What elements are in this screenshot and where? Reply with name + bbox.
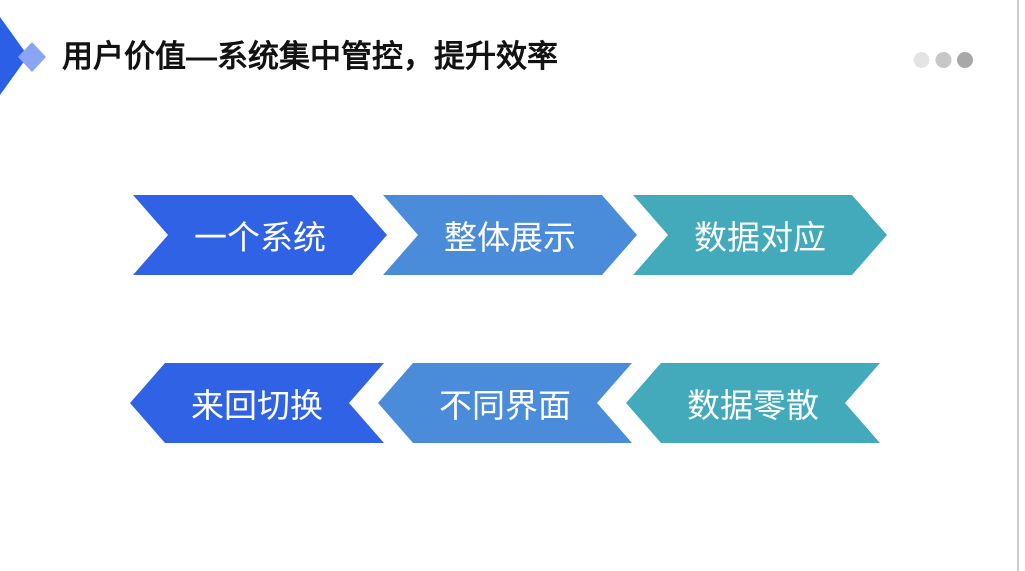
left-chevron-shape <box>130 363 384 443</box>
chevron-different-interfaces: 不同界面 <box>378 363 632 443</box>
small-diamond-shape <box>18 42 46 72</box>
dot-1-icon <box>913 52 930 68</box>
chevron-label: 一个系统 <box>194 219 326 256</box>
chevron-switch-back-and-forth: 来回切换 <box>130 363 384 443</box>
dot-2-icon <box>935 52 952 68</box>
right-chevron-shape <box>383 195 637 275</box>
right-chevron-shape <box>133 195 387 275</box>
chevron-one-system: 一个系统 <box>133 195 387 275</box>
header-diamond-decoration <box>0 17 46 95</box>
chevron-label: 数据零散 <box>687 387 819 424</box>
large-diamond-shape <box>0 17 28 95</box>
chevron-label: 不同界面 <box>439 387 571 424</box>
chevron-label: 整体展示 <box>444 219 576 256</box>
chevron-label: 来回切换 <box>191 387 323 424</box>
chevron-label: 数据对应 <box>694 219 826 256</box>
left-chevron-shape <box>626 363 880 443</box>
slide-right-edge <box>1017 0 1019 571</box>
chevron-scattered-data: 数据零散 <box>626 363 880 443</box>
pagination-dots <box>913 52 973 68</box>
page-title: 用户价值—系统集中管控，提升效率 <box>62 39 558 74</box>
left-chevron-shape <box>378 363 632 443</box>
dot-3-icon <box>957 52 973 68</box>
right-chevron-shape <box>633 195 887 275</box>
chevron-overall-display: 整体展示 <box>383 195 637 275</box>
chevron-data-correspondence: 数据对应 <box>633 195 887 275</box>
